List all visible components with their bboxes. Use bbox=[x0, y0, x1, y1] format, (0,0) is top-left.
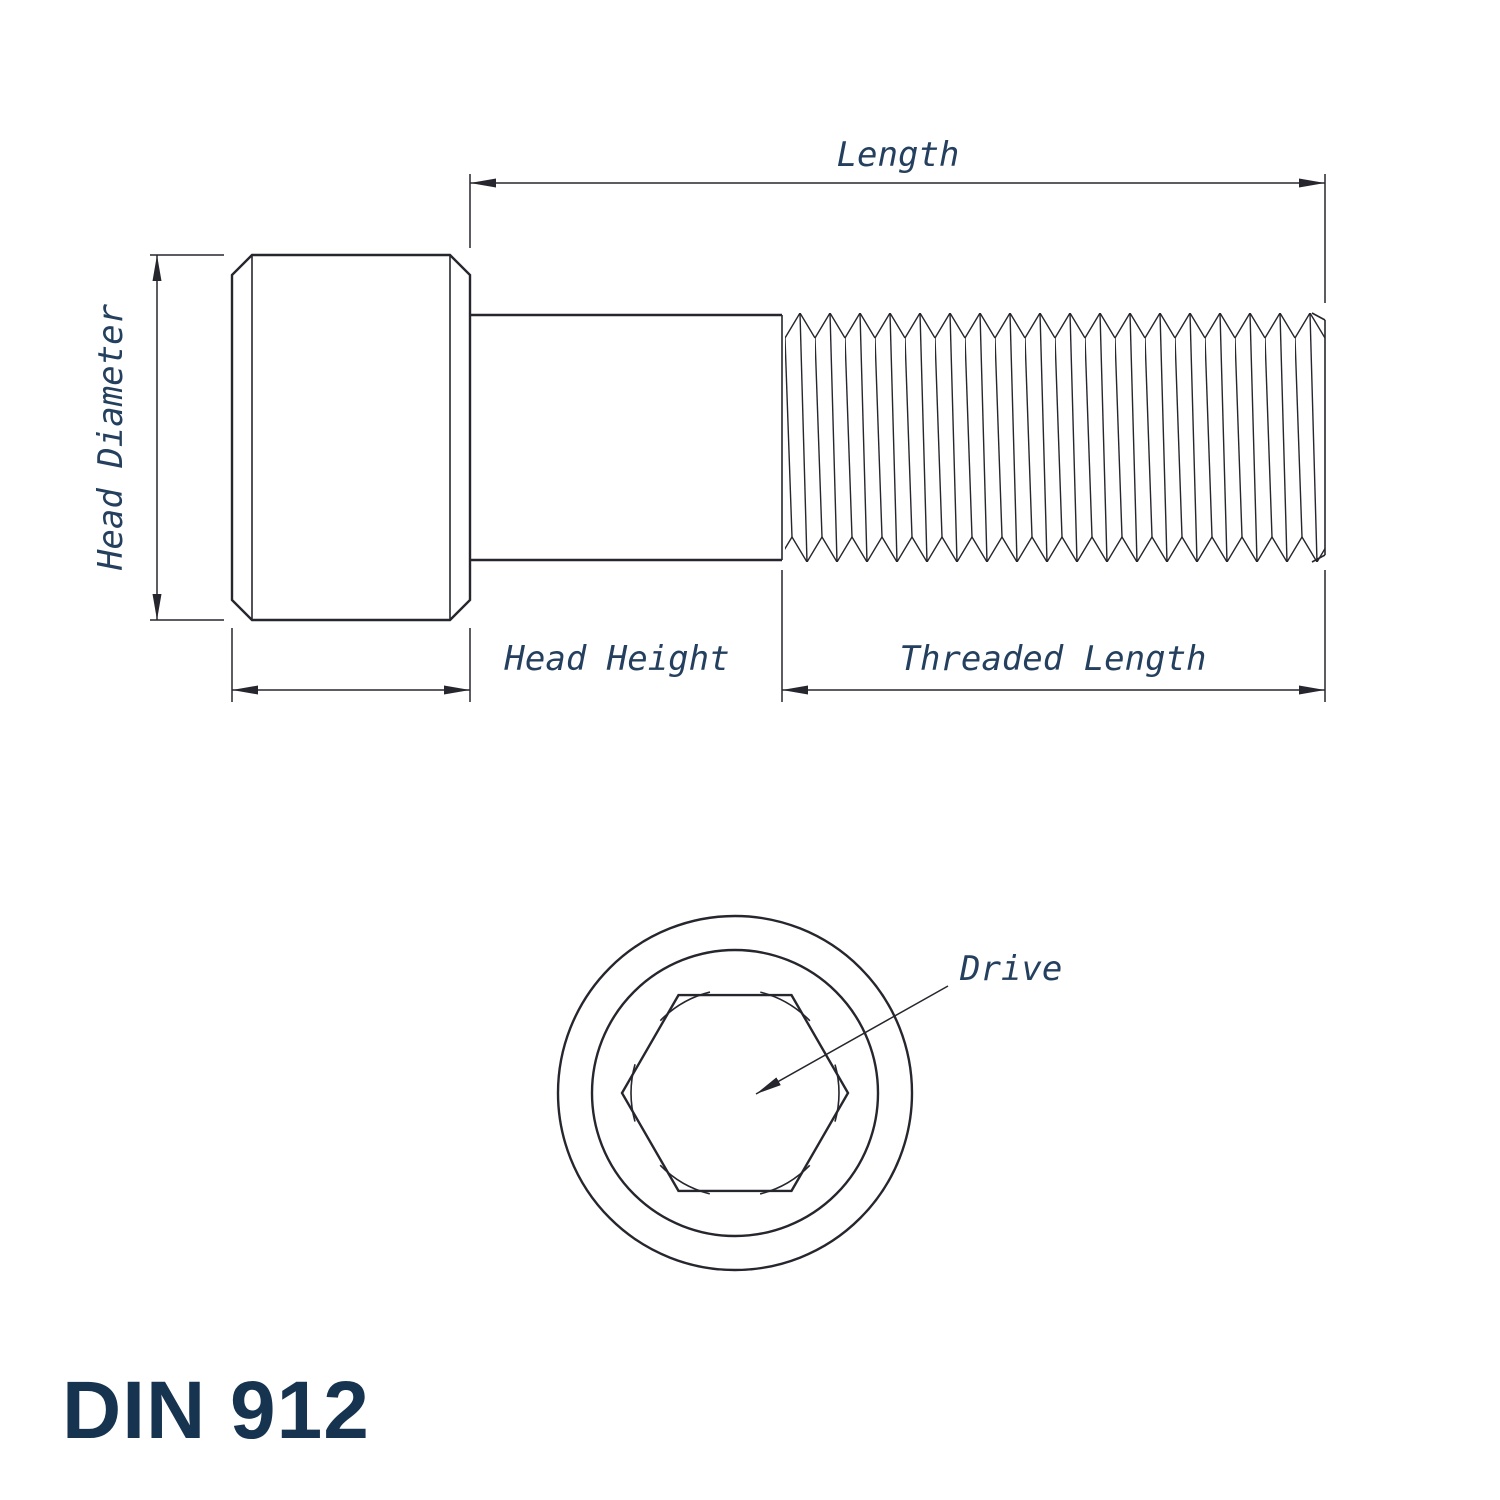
thread-end-chamfer-top bbox=[1311, 312, 1326, 321]
threaded-section bbox=[785, 313, 1325, 562]
thread-end-chamfer-bottom bbox=[1311, 554, 1326, 563]
end-view: Drive bbox=[556, 914, 1062, 1272]
page-title: DIN 912 bbox=[62, 1365, 370, 1456]
head-outer-circle bbox=[556, 914, 914, 1272]
screw-head-outline bbox=[230, 253, 472, 622]
hex-socket-outline bbox=[620, 993, 850, 1193]
dimensions: Length Head Diameter Head Height Threade… bbox=[91, 135, 1326, 702]
head-chamfer-circle bbox=[590, 948, 880, 1238]
length-label: Length bbox=[837, 135, 960, 175]
head-height-label: Head Height bbox=[503, 639, 729, 679]
side-view bbox=[230, 253, 1326, 622]
drive-label: Drive bbox=[959, 949, 1062, 989]
head-diameter-label: Head Diameter bbox=[91, 303, 131, 571]
threaded-length-label: Threaded Length bbox=[899, 639, 1206, 679]
drive-leader-line bbox=[755, 985, 949, 1095]
hex-socket-corner-arcs bbox=[630, 988, 840, 1198]
